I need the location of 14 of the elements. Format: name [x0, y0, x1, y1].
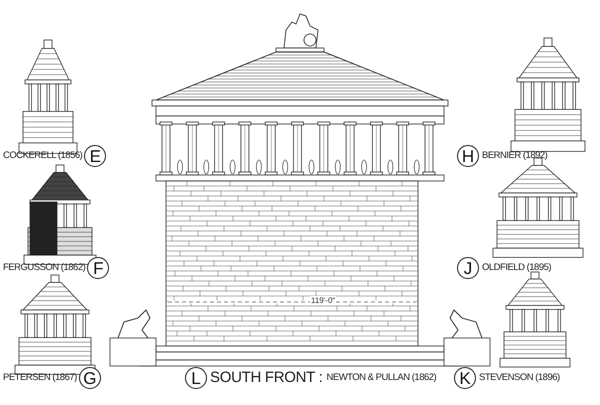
- circled-letter: H: [457, 145, 479, 167]
- reconstruction-caption: STEVENSON (1896): [479, 372, 560, 384]
- circled-letter: E: [84, 145, 106, 167]
- circled-letter: J: [457, 257, 479, 279]
- reconstruction-caption: SOUTH FRONT :: [210, 369, 322, 386]
- circled-letter: K: [454, 367, 476, 389]
- reconstruction-caption: OLDFIELD (1895): [482, 262, 552, 274]
- circled-letter: G: [78, 367, 101, 389]
- circled-letter: F: [87, 257, 110, 279]
- circled-letter: L: [185, 367, 207, 389]
- reconstruction-caption: COCKERELL (1856): [3, 150, 82, 162]
- dimension-label: 119'-0": [310, 296, 336, 305]
- reconstruction-caption: NEWTON & PULLAN (1862): [326, 372, 436, 384]
- reconstruction-caption: BERNIER (1892): [482, 150, 548, 162]
